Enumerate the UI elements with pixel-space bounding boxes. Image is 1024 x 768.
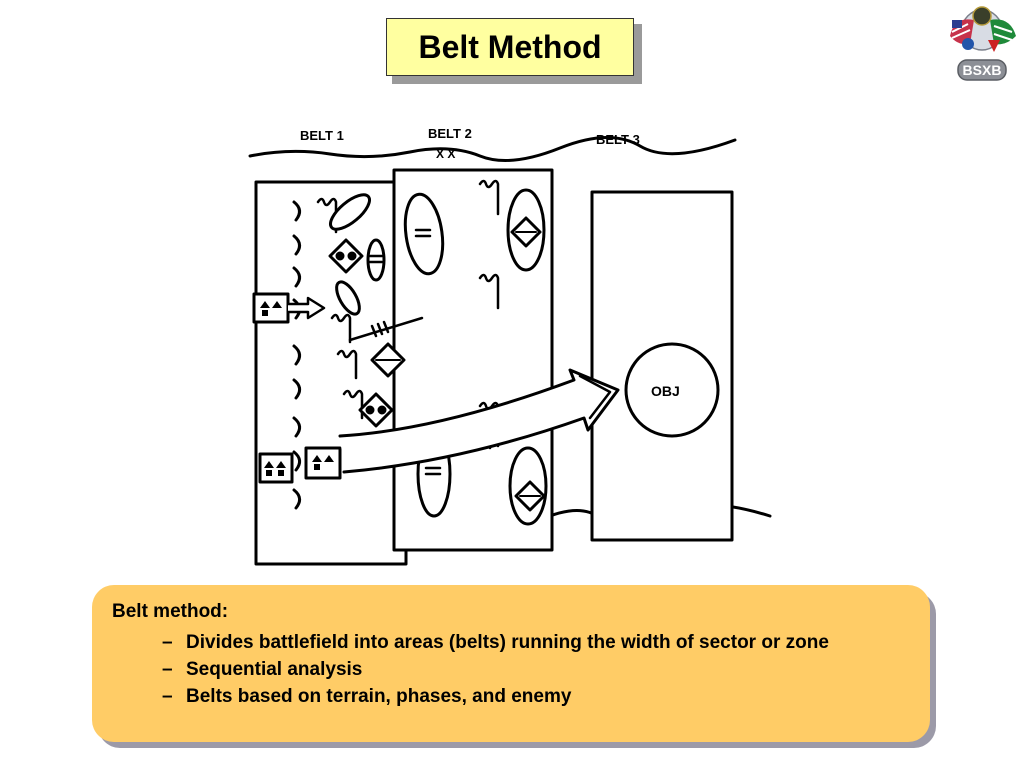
- objective-circle: [624, 342, 720, 438]
- bullet-text: Divides battlefield into areas (belts) r…: [186, 632, 829, 653]
- hash-marks: [348, 316, 424, 342]
- unit-diamond-symbols: [328, 216, 546, 512]
- belt-1-label: BELT 1: [300, 128, 344, 143]
- bullet-marker: –: [162, 632, 173, 653]
- main-attack-arrow: [338, 368, 620, 474]
- bsxb-logo: BSXB: [950, 6, 1016, 81]
- notes-heading: Belt method:: [112, 601, 229, 622]
- bullet-marker: –: [162, 659, 173, 680]
- belt-2-label: BELT 2: [428, 126, 472, 141]
- bullet-text: Belts based on terrain, phases, and enem…: [186, 686, 572, 707]
- logo-text: BSXB: [963, 62, 1002, 78]
- notes-box: Belt method: – Divides battlefield into …: [92, 585, 930, 742]
- slide-title: Belt Method: [386, 18, 634, 76]
- notes-bullet-list: – Divides battlefield into areas (belts)…: [112, 629, 910, 710]
- unit-diamond-marks: [335, 231, 541, 497]
- belt-1-obstacles: [292, 200, 301, 510]
- objective-label: OBJ: [651, 383, 680, 399]
- notes-bullet: – Divides battlefield into areas (belts)…: [162, 629, 910, 656]
- notes-bullet: – Belts based on terrain, phases, and en…: [162, 683, 910, 710]
- bullet-marker: –: [162, 686, 173, 707]
- flag-icon: [990, 19, 1016, 45]
- boundary-marks-top: X X: [436, 147, 455, 161]
- belt-diagram: BELT 1 BELT 2 BELT 3 X X X X OBJ: [248, 126, 772, 566]
- top-boundary-line: [248, 136, 737, 162]
- belt-3-label: BELT 3: [596, 132, 640, 147]
- oval-tick-marks: [368, 228, 442, 476]
- unit-box-symbols: [260, 301, 334, 476]
- notes-bullet: – Sequential analysis: [162, 656, 910, 683]
- belt-1-attack-arrow: [286, 296, 326, 320]
- bullet-text: Sequential analysis: [186, 659, 363, 680]
- unit-boxes: [252, 292, 342, 484]
